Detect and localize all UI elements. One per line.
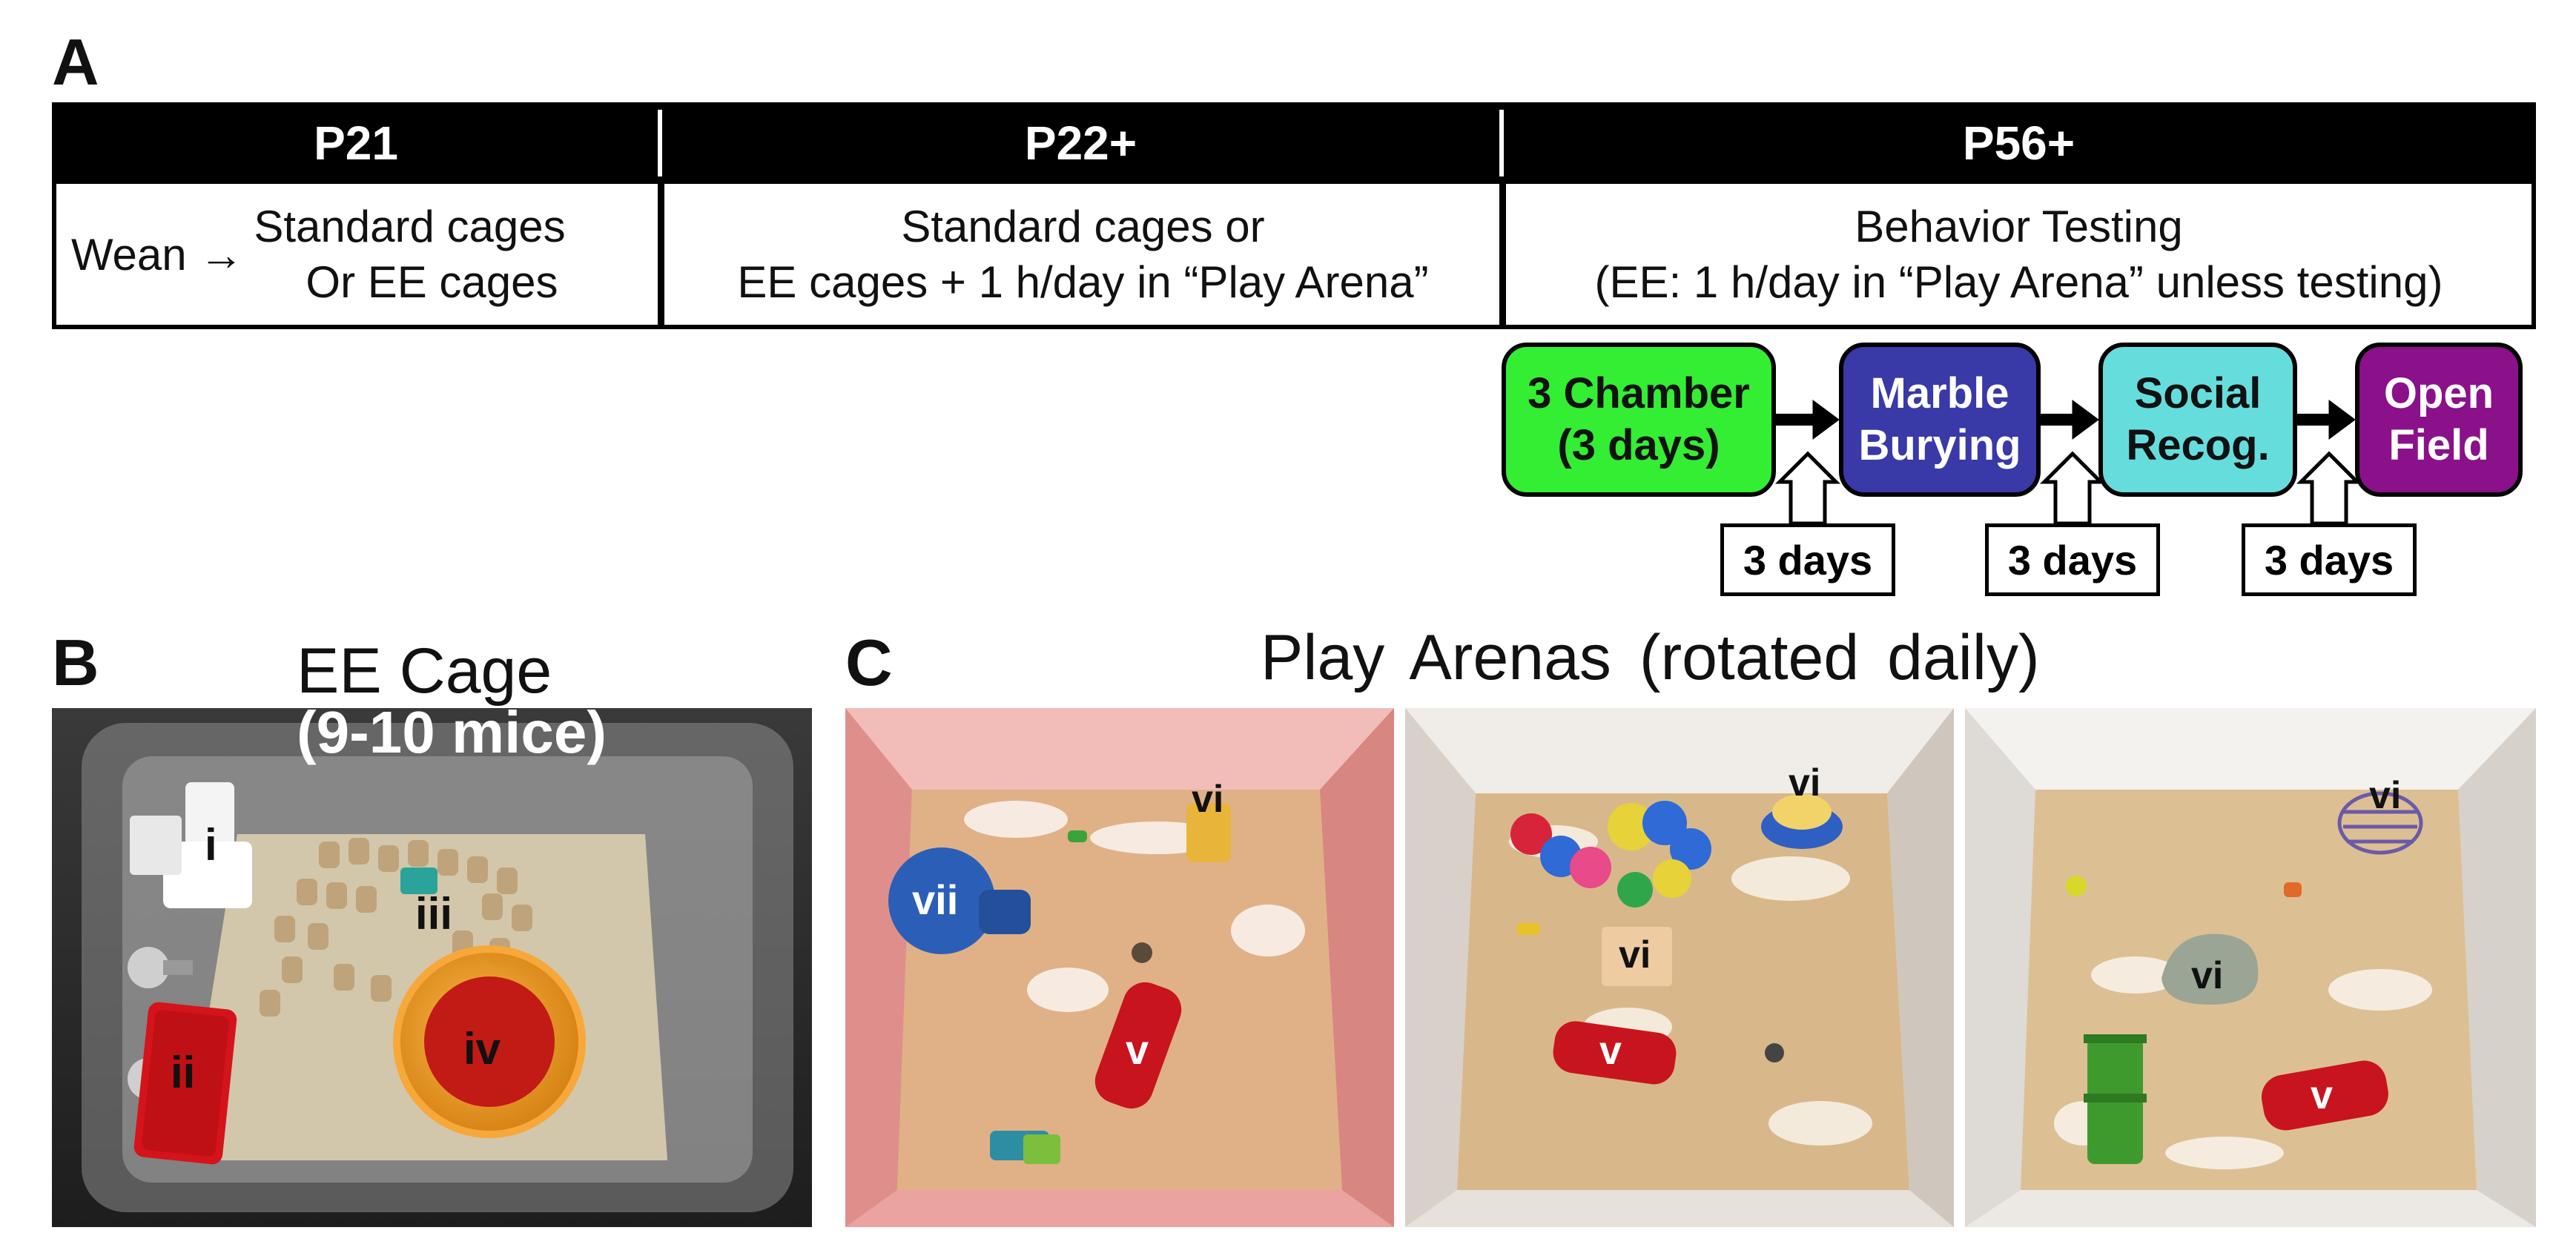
arena2-label-vi-block: vi xyxy=(1619,933,1651,976)
wean-line-1: Standard cages xyxy=(254,202,566,251)
test-label-line: Recog. xyxy=(2126,421,2270,469)
flow-arrowhead xyxy=(2328,400,2356,440)
test-label-line: (3 days) xyxy=(1557,421,1720,469)
body-divider xyxy=(658,184,662,329)
flow-arrowhead xyxy=(2072,400,2099,440)
play-arena-2-photo: vi vi v xyxy=(1405,708,1954,1227)
play-arena-1-photo: vi vii v xyxy=(845,708,1394,1227)
body-divider xyxy=(1499,184,1504,329)
toy-green-ramp xyxy=(2084,1034,2147,1164)
timeline-header-p21: P21 xyxy=(52,102,660,184)
housing-line-2: EE cages + 1 h/day in “Play Arena” xyxy=(737,257,1429,307)
interval-label: 3 days xyxy=(1985,523,2160,596)
play-arena-3-photo: vi vi v xyxy=(1965,708,2536,1227)
toy-vi-top xyxy=(1761,794,1843,849)
toy-v xyxy=(1553,1021,1677,1085)
arena3-label-vi-rock: vi xyxy=(2191,954,2223,997)
timeline-cell-behavior: Behavior Testing (EE: 1 h/day in “Play A… xyxy=(1502,184,2536,329)
toy-label-ii: ii xyxy=(171,1048,195,1097)
food-pellets xyxy=(260,838,532,1017)
panel-letter-c: C xyxy=(845,626,893,699)
toy-v xyxy=(1094,982,1182,1109)
wean-line-2: Or EE cages xyxy=(306,257,558,307)
arena1-label-v: v xyxy=(1126,1026,1149,1073)
ee-cage-illustration: (9-10 mice) i ii iii iv xyxy=(52,708,812,1227)
test-label-line: Marble xyxy=(1870,369,2009,418)
interval-label: 3 days xyxy=(1720,523,1895,596)
small-toy xyxy=(1516,923,1540,935)
arena3-label-v: v xyxy=(2311,1073,2333,1117)
header-divider xyxy=(658,110,662,176)
test-box-3-chamber: 3 Chamber(3 days) xyxy=(1502,343,1776,497)
toy-i xyxy=(130,782,252,908)
timeline-cell-wean: Wean → Standard cages Or EE cages xyxy=(52,184,664,329)
timeline-header-p22: P22+ xyxy=(660,102,1502,184)
water-nozzles xyxy=(128,947,193,1100)
small-toy xyxy=(1023,1134,1060,1164)
header-divider xyxy=(1499,110,1504,176)
arena2-label-vi-top: vi xyxy=(1789,761,1820,804)
arena2-label-v: v xyxy=(1599,1028,1622,1073)
ee-cage-photo: (9-10 mice) i ii iii iv xyxy=(52,708,812,1227)
toy-vi-rock xyxy=(2161,933,2259,1005)
small-toy xyxy=(2284,882,2302,897)
toy-tube-maze xyxy=(1510,801,1711,908)
interval-pointer xyxy=(2296,451,2362,526)
housing-line-1: Standard cages or xyxy=(901,202,1265,251)
test-label-line: Field xyxy=(2388,421,2489,469)
toy-ii xyxy=(133,1002,237,1165)
toy-v xyxy=(2261,1060,2388,1131)
arena1-label-vi: vi xyxy=(1192,778,1223,821)
toy-vi-wheel xyxy=(2337,791,2423,855)
small-toy xyxy=(2066,876,2087,896)
toy-iii xyxy=(400,867,437,894)
flow-arrowhead xyxy=(1812,400,1840,440)
wean-label: Wean → xyxy=(71,229,244,280)
behavior-line-1: Behavior Testing xyxy=(1855,202,2183,251)
interval-pointer xyxy=(2039,451,2106,526)
test-label-line: Social xyxy=(2134,369,2262,418)
arena3-label-vi-wheel: vi xyxy=(2369,774,2401,817)
toy-vii xyxy=(888,847,1031,954)
play-arenas-title: Play Arenas (rotated daily) xyxy=(1261,622,2040,693)
test-label-line: Burying xyxy=(1858,421,2021,469)
behavior-flow-arrows xyxy=(1774,400,2362,526)
toy-label-iv: iv xyxy=(463,1024,501,1074)
interval-pointer xyxy=(1774,451,1841,526)
small-toy xyxy=(1068,830,1087,842)
test-label-line: 3 Chamber xyxy=(1528,369,1750,418)
ee-cage-title: EE Cage xyxy=(297,635,552,707)
marble xyxy=(1765,1043,1784,1062)
toy-label-iii: iii xyxy=(415,889,452,939)
behavior-line-2: (EE: 1 h/day in “Play Arena” unless test… xyxy=(1594,257,2443,307)
panel-letter-a: A xyxy=(52,25,99,99)
timeline-header-p56: P56+ xyxy=(1502,102,2536,184)
interval-label: 3 days xyxy=(2242,523,2417,596)
marble xyxy=(1132,942,1152,963)
toy-vi xyxy=(1186,803,1231,862)
toy-label-i: i xyxy=(205,820,217,870)
toy-iv xyxy=(393,945,586,1138)
arena1-label-vii: vii xyxy=(912,876,958,923)
toy-vi-block xyxy=(1602,927,1672,986)
test-label-line: Open xyxy=(2383,369,2494,418)
ee-cage-subtitle: (9-10 mice) xyxy=(297,708,607,765)
panel-letter-b: B xyxy=(52,626,99,699)
